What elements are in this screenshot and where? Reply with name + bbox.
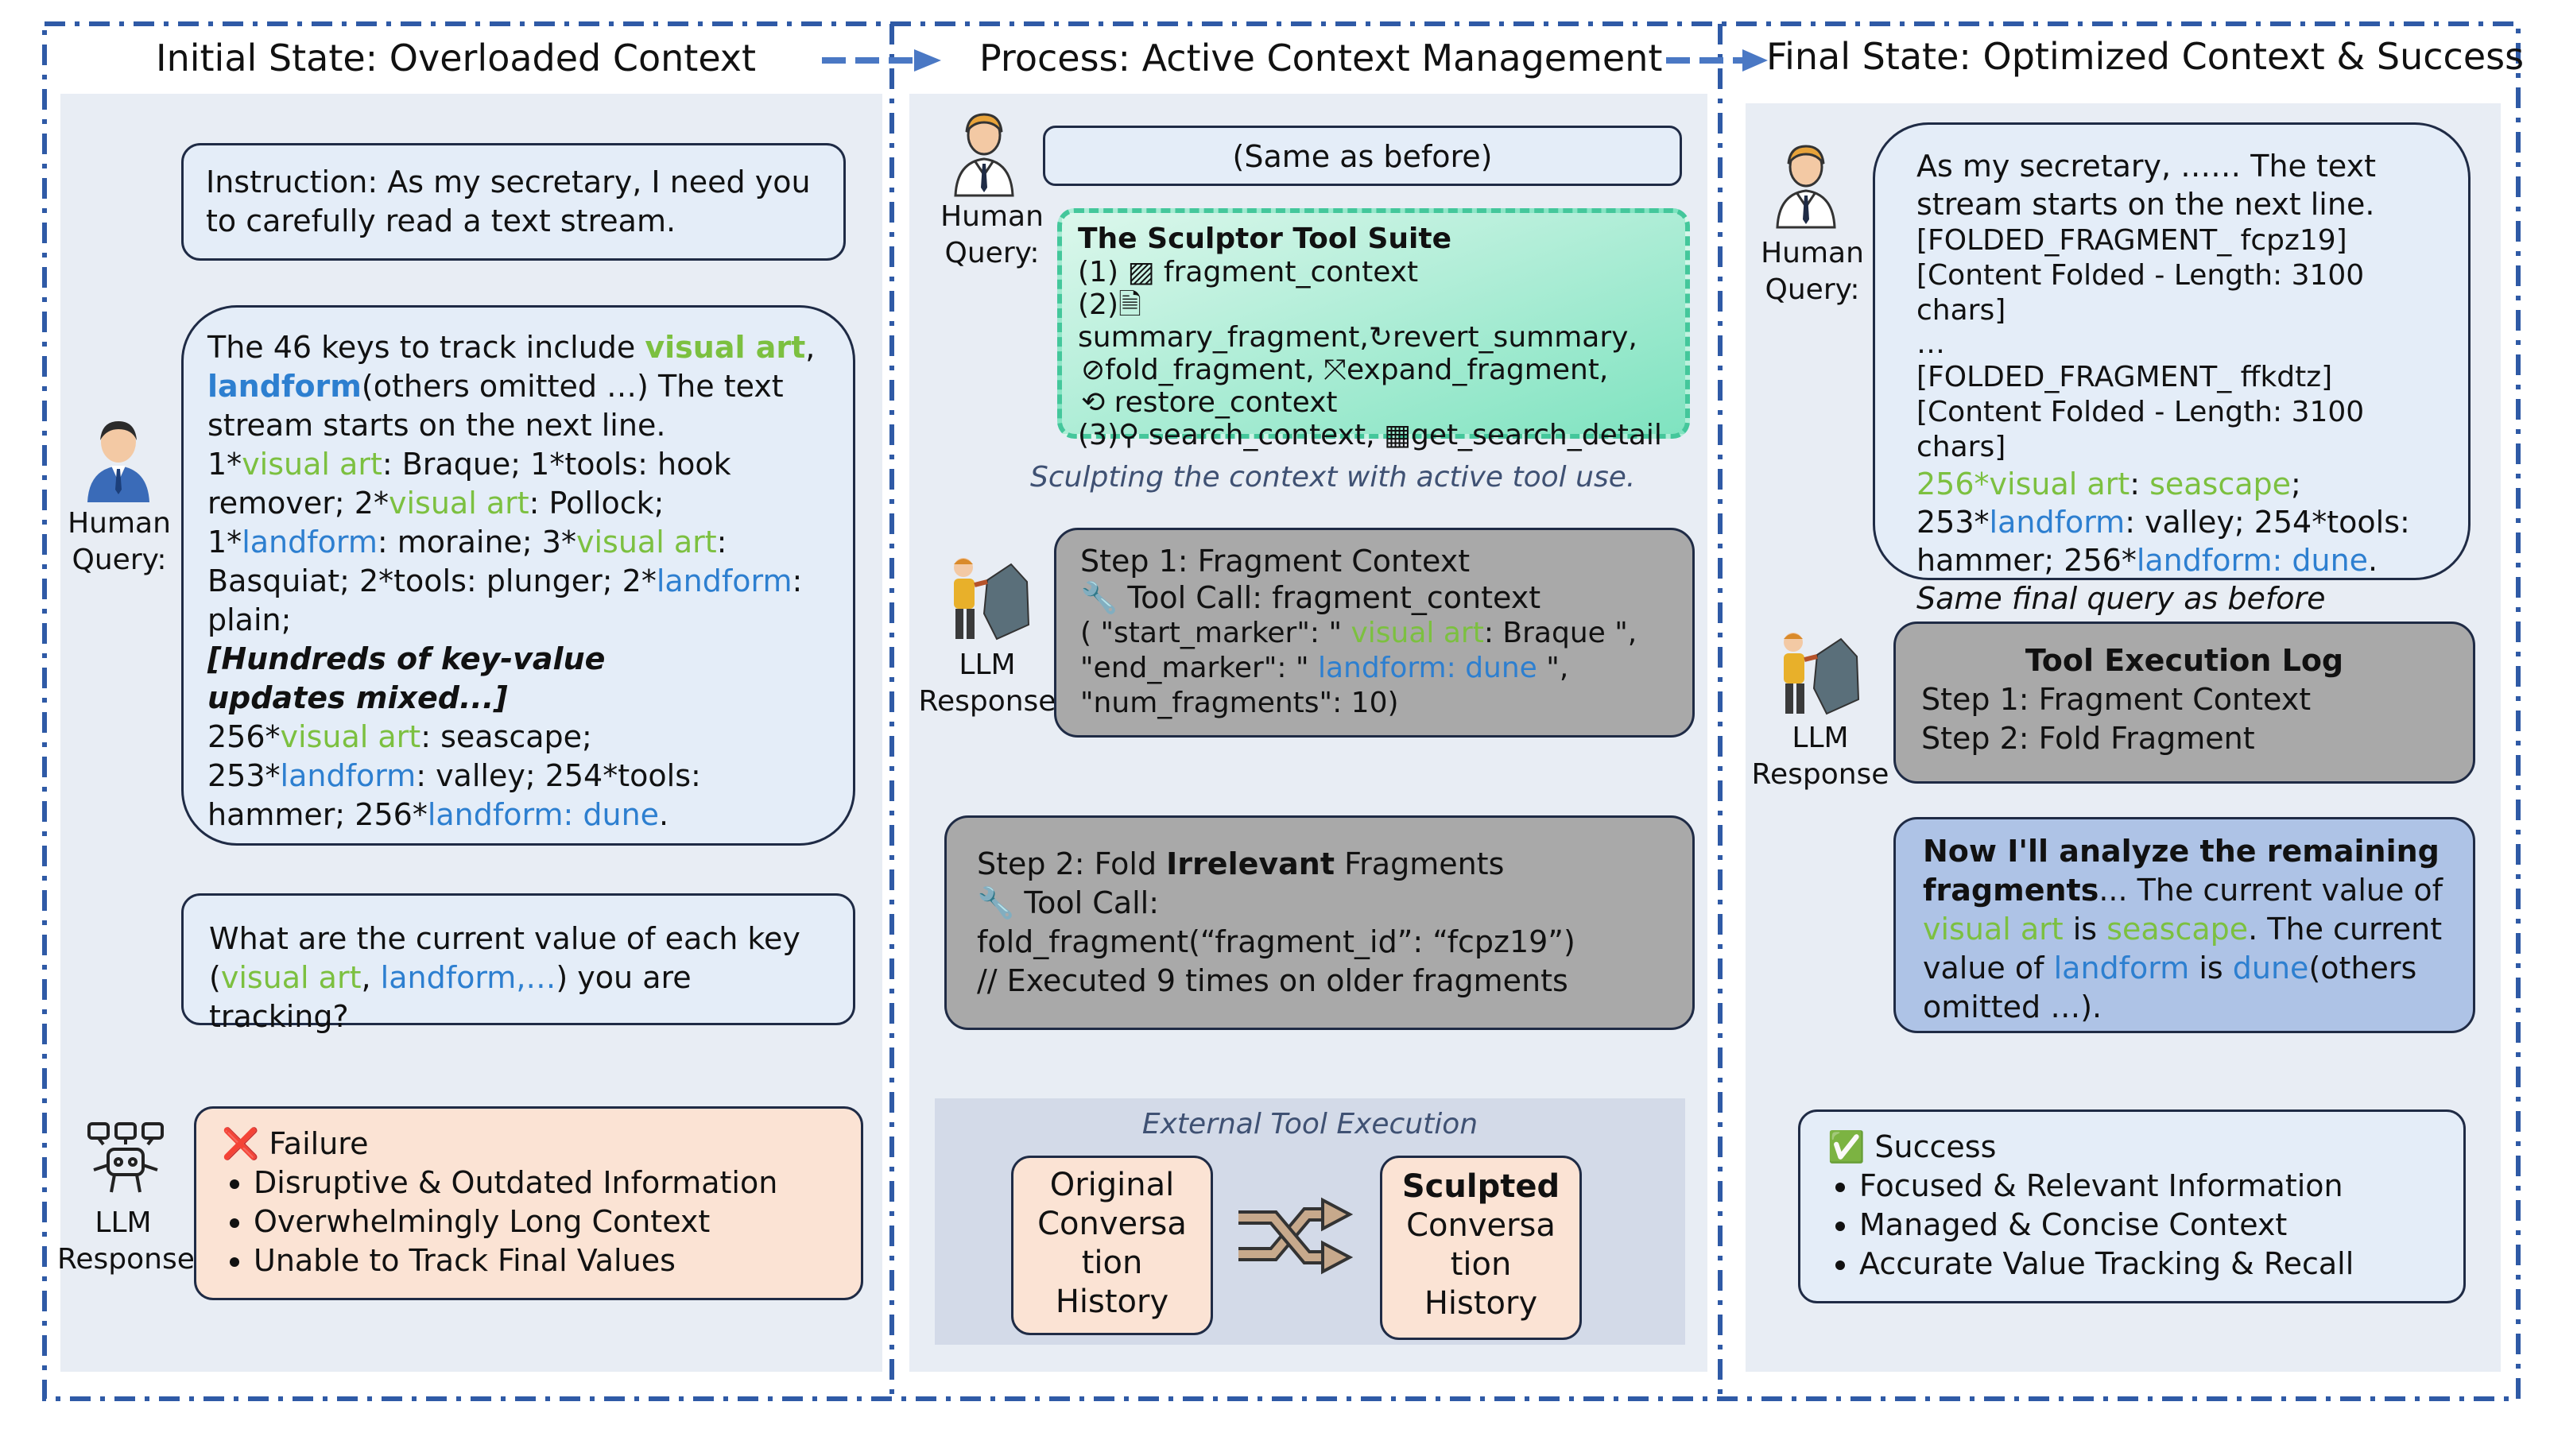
suite-row: ⊘fold_fragment, ⤧expand_fragment,: [1081, 354, 1609, 386]
log-step: Step 2: Fold Fragment: [1921, 721, 2255, 756]
suite-row: (2)🗎summary_fragment,↻revert_summary,: [1078, 288, 1637, 354]
wrench-icon: 🔧: [977, 885, 1015, 920]
title-initial-state: Initial State: Overloaded Context: [156, 37, 757, 79]
step2-title: Step 2: Fold Irrelevant Fragments: [977, 846, 1505, 881]
step1-arg: "num_fragments": 10): [1080, 687, 1399, 719]
failure-item: Disruptive & Outdated Information: [254, 1164, 835, 1202]
sculptor-icon: [954, 558, 1030, 641]
llm-label-right: LLM Response: [1751, 722, 1889, 791]
success-title: ✅ Success: [1827, 1129, 1997, 1164]
stream-hundreds: [Hundreds of key-value updates mixed...]: [207, 641, 606, 715]
llm-label-middle: LLM Response: [918, 649, 1056, 718]
fragment-icon: ▨: [1127, 256, 1155, 288]
suite-row: (3)⚲ search_context, ▦get_search_detail: [1078, 419, 1662, 451]
failure-item: Overwhelmingly Long Context: [254, 1202, 835, 1241]
step2-call: 🔧 Tool Call:: [977, 885, 1160, 920]
businessman-icon: [954, 113, 1014, 197]
failure-box: ❌ Failure Disruptive & Outdated Informat…: [194, 1106, 863, 1300]
title-process: Process: Active Context Management: [979, 37, 1663, 79]
step1-arg: ( "start_marker": " visual art: Braque "…: [1080, 617, 1637, 649]
check-icon: ✅: [1827, 1129, 1866, 1164]
success-item: Focused & Relevant Information: [1859, 1167, 2436, 1206]
instruction-box: Instruction: As my secretary, I need you…: [181, 143, 846, 261]
step1-title: Step 1: Fragment Context: [1080, 544, 1471, 579]
stream-line: Basquiat; 2*tools: plunger; 2*landform:: [207, 563, 803, 598]
human-icon: [87, 421, 149, 502]
eye-off-icon: ⊘: [1081, 354, 1106, 386]
cross-icon: ❌: [222, 1126, 260, 1161]
businessman-icon: [1776, 145, 1836, 229]
same-as-before-box: (Same as before): [1043, 126, 1682, 186]
question-box: What are the current value of each key (…: [181, 893, 855, 1034]
stream-line: 253*landform: valley; 254*tools:: [207, 758, 701, 793]
step1-arg: "end_marker": " landform: dune ",: [1080, 652, 1569, 684]
summary-icon: 🗎: [1118, 288, 1141, 321]
tool-execution-log: Tool Execution Log Step 1: Fragment Cont…: [1893, 622, 2475, 784]
sculpted-history-box: Sculpted Conversa tion History: [1380, 1156, 1582, 1340]
step2-box: Step 2: Fold Irrelevant Fragments 🔧 Tool…: [944, 815, 1695, 1030]
title-final-state: Final State: Optimized Context & Success: [1766, 35, 2525, 78]
step1-call: 🔧 Tool Call: fragment_context: [1080, 580, 1541, 615]
stream-line: 1*visual art: Braque; 1*tools: hook remo…: [207, 447, 731, 521]
human-label-left: Human Query:: [68, 507, 171, 576]
expand-icon: ⤧: [1323, 354, 1347, 386]
failure-title: ❌ Failure: [222, 1126, 369, 1161]
revert-icon: ↻: [1368, 321, 1393, 354]
stream-line: hammer; 256*landform: dune.: [207, 797, 669, 832]
stream-line: plain;: [207, 602, 292, 637]
sculptor-icon: [1784, 633, 1860, 715]
search-icon: ⚲: [1118, 419, 1140, 451]
suite-row: ⟲ restore_context: [1081, 386, 1338, 419]
success-list: Focused & Relevant Information Managed &…: [1827, 1167, 2436, 1284]
step2-fn: fold_fragment(“fragment_id”: “fcpz19”): [977, 924, 1575, 959]
suite-row: (1) ▨ fragment_context: [1078, 256, 1419, 288]
step2-note: // Executed 9 times on older fragments: [977, 963, 1568, 998]
external-title: External Tool Execution: [1141, 1108, 1478, 1140]
robot-icon: [87, 1122, 164, 1193]
sculptor-tool-suite: The Sculptor Tool Suite (1) ▨ fragment_c…: [1057, 208, 1690, 451]
detail-icon: ▦: [1384, 419, 1412, 451]
stream-line: 256*visual art: seascape;: [207, 719, 592, 754]
human-label-middle: Human Query:: [940, 200, 1044, 269]
sculpting-caption: Sculpting the context with active tool u…: [1030, 461, 1636, 494]
wrench-icon: 🔧: [1080, 580, 1118, 615]
shuffle-icon: [1238, 1197, 1353, 1275]
restore-icon: ⟲: [1081, 386, 1106, 419]
log-step: Step 1: Fragment Context: [1921, 682, 2312, 717]
original-history-box: Original Conversa tion History: [1011, 1156, 1213, 1335]
failure-list: Disruptive & Outdated Information Overwh…: [222, 1164, 835, 1280]
llm-label-left: LLM Response: [57, 1206, 195, 1276]
human-label-right: Human Query:: [1761, 237, 1864, 306]
failure-item: Unable to Track Final Values: [254, 1241, 835, 1280]
text-stream-box: The 46 keys to track include visual art,…: [181, 305, 855, 846]
success-box: ✅ Success Focused & Relevant Information…: [1798, 1109, 2466, 1303]
stream-intro: The 46 keys to track include visual art,…: [207, 330, 816, 443]
suite-title: The Sculptor Tool Suite: [1078, 223, 1452, 255]
llm-answer-box: Now I'll analyze the remaining fragments…: [1893, 817, 2475, 1033]
log-title: Tool Execution Log: [2025, 643, 2344, 678]
step1-box: Step 1: Fragment Context 🔧 Tool Call: fr…: [1054, 528, 1695, 738]
optimized-query-box: As my secretary, …… The text stream star…: [1873, 122, 2471, 616]
stream-line: 1*landform: moraine; 3*visual art:: [207, 525, 727, 560]
success-item: Accurate Value Tracking & Recall: [1859, 1245, 2436, 1284]
success-item: Managed & Concise Context: [1859, 1206, 2436, 1245]
